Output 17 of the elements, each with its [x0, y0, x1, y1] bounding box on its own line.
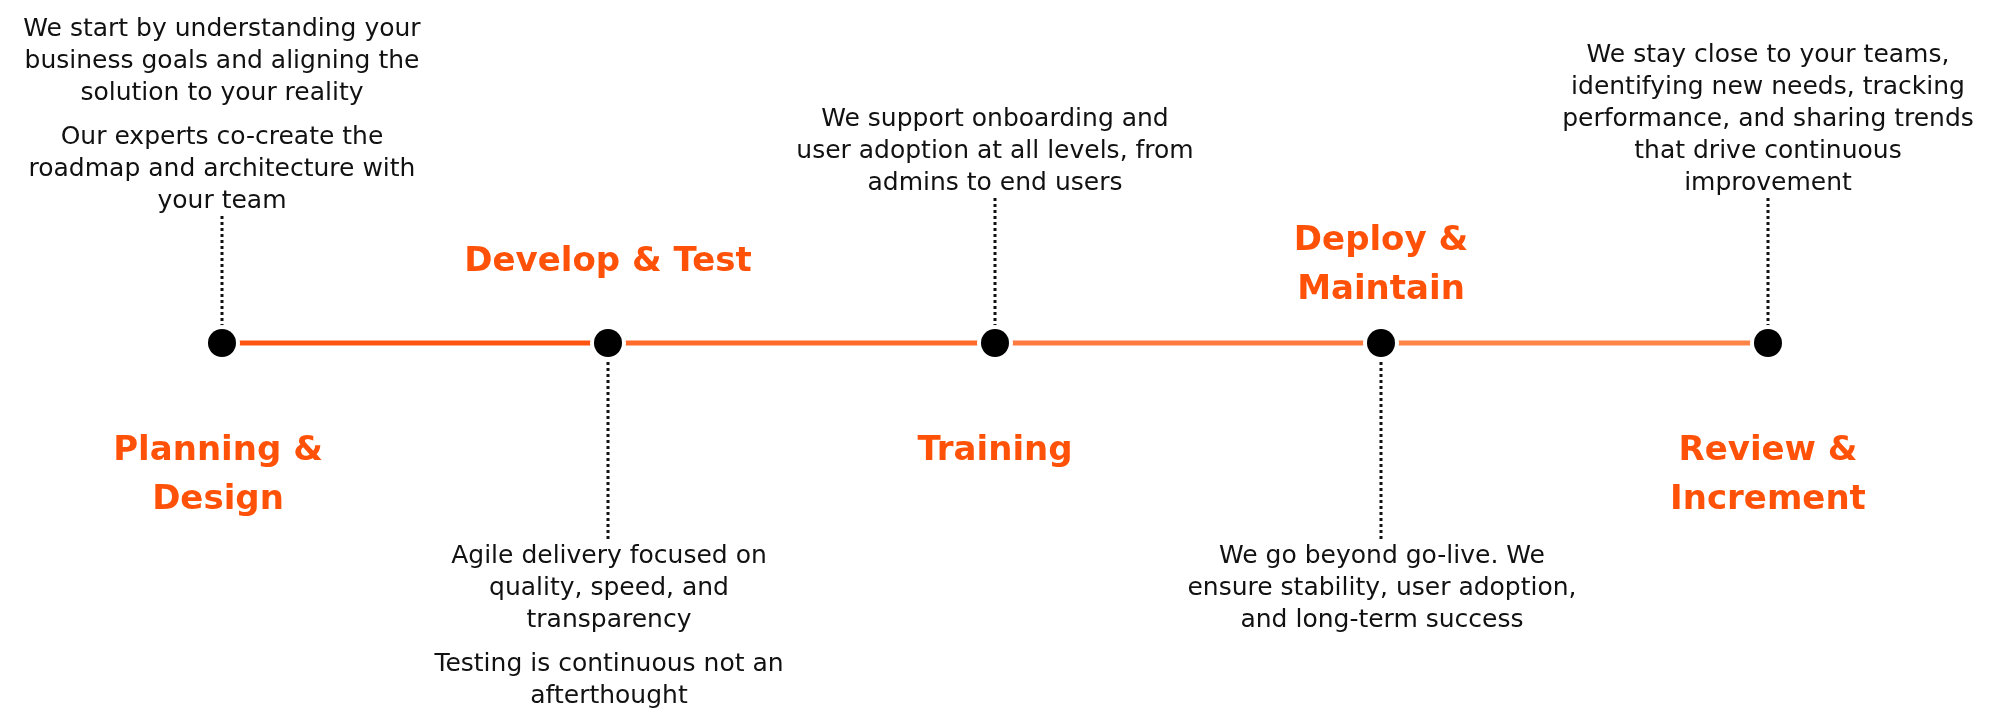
timeline-dot — [1367, 329, 1395, 357]
stage-title: Training — [916, 427, 1074, 470]
description-text: We start by understanding your business goals and aligning the solution to your reality — [22, 12, 422, 108]
stage-title: Planning & Design — [112, 427, 324, 519]
description-text: Agile delivery focused on quality, speed, and transparency — [450, 539, 768, 635]
description-text: Testing is continuous not an afterthought — [433, 647, 785, 711]
timeline-dot — [208, 329, 236, 357]
timeline-dot — [1754, 329, 1782, 357]
stage-title: Deploy & Maintain — [1292, 217, 1470, 309]
description-text: We support onboarding and user adoption at all levels, from admins to end users — [795, 102, 1195, 198]
timeline-dot — [981, 329, 1009, 357]
stage-title: Review & Increment — [1669, 427, 1867, 519]
description-text: We stay close to your teams, identifying new needs, tracking performance, and sharing trends that drive continuous improvement — [1561, 38, 1975, 198]
description-text: We go beyond go-live. We ensure stability, user adoption, and long-term success — [1186, 539, 1578, 635]
description-text: Our experts co-create the roadmap and architecture with your team — [27, 120, 417, 216]
stage-title: Develop & Test — [463, 238, 753, 281]
timeline-dot — [594, 329, 622, 357]
